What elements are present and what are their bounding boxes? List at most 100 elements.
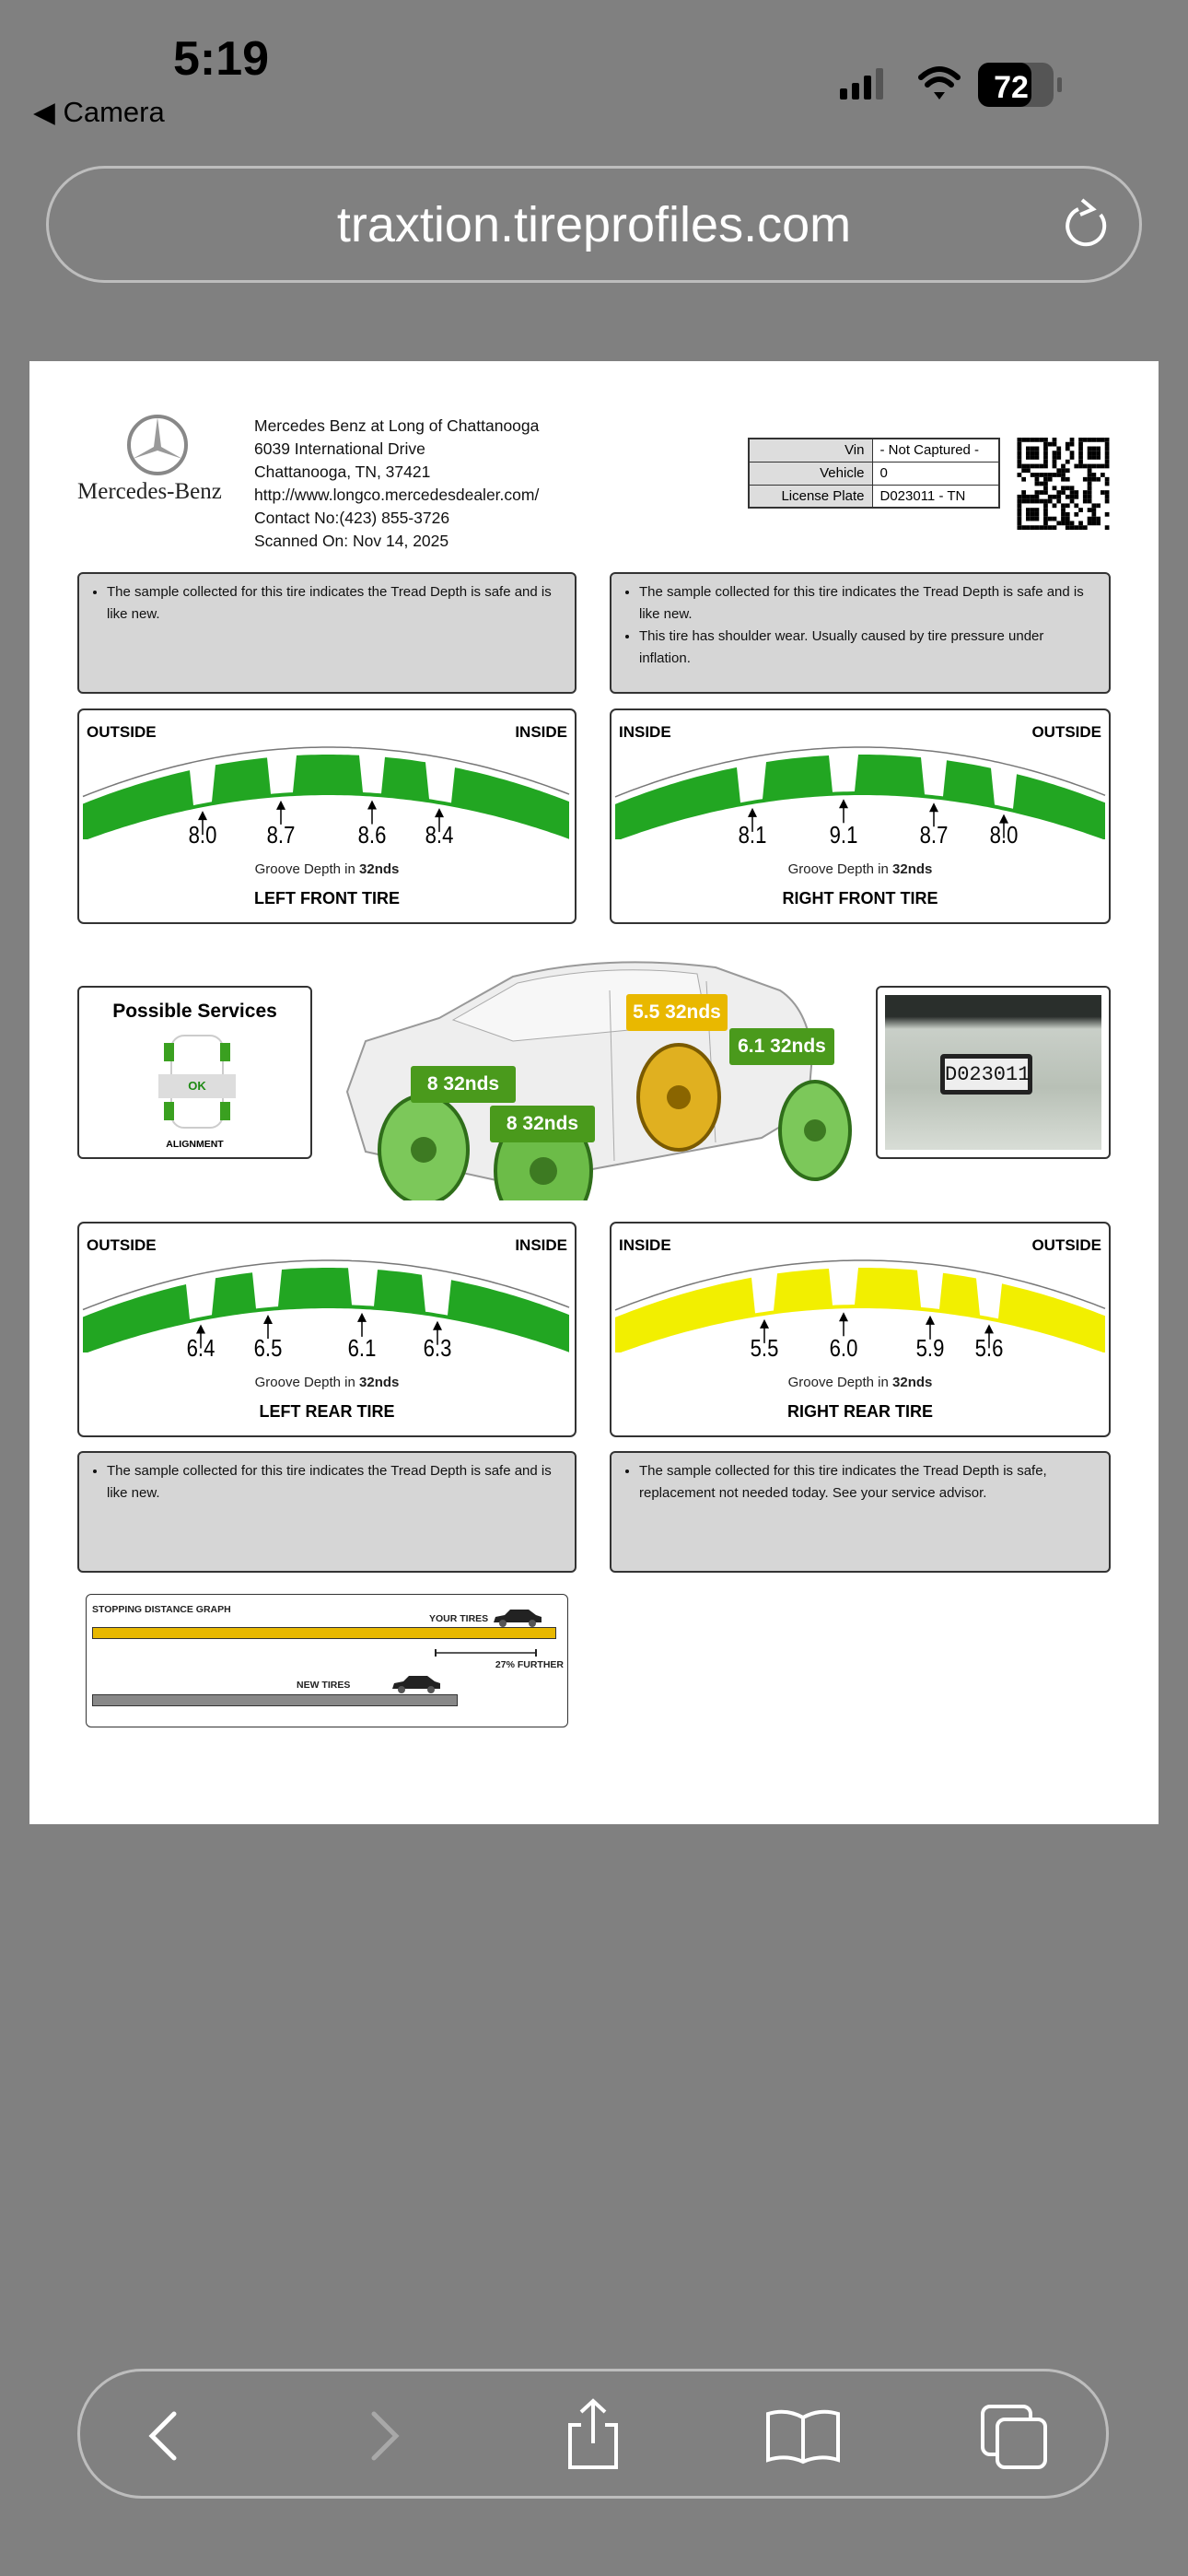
tire-title: LEFT FRONT TIRE xyxy=(254,889,400,907)
groove-caption-text: Groove Depth in xyxy=(254,1375,360,1390)
mercedes-star-logo xyxy=(125,413,190,482)
groove-depth-value: 8.6 xyxy=(357,821,387,849)
groove-depth-value: 6.3 xyxy=(423,1334,452,1362)
tire-report: Mercedes-Benz Mercedes Benz at Long of C… xyxy=(29,361,1159,1824)
groove-depth-value: 8.4 xyxy=(425,821,454,849)
url-text[interactable]: traxtion.tireprofiles.com xyxy=(336,197,852,252)
your-tires-label: YOUR TIRES xyxy=(429,1613,489,1624)
tread-fill xyxy=(83,755,569,839)
groove-unit: 32nds xyxy=(892,1375,933,1390)
side-label-right: OUTSIDE xyxy=(1031,1236,1101,1254)
vehicle-value: 0 xyxy=(871,461,1000,486)
possible-services-card: Possible Services OK ALIGNMENT xyxy=(77,986,312,1159)
tread-fill xyxy=(615,1268,1105,1352)
dealer-name: Mercedes Benz at Long of Chattanooga xyxy=(254,416,540,435)
side-label-right: INSIDE xyxy=(515,723,567,741)
car-icon xyxy=(494,1610,542,1627)
back-app-label: Camera xyxy=(63,96,165,128)
groove-depth-value: 5.5 xyxy=(750,1334,779,1362)
groove-caption: Groove Depth in 32nds xyxy=(79,861,575,877)
groove-depth-value: 6.4 xyxy=(186,1334,215,1362)
stopping-distance-graph: STOPPING DISTANCE GRAPH YOUR TIRES 27% F… xyxy=(86,1594,568,1727)
side-label-left: OUTSIDE xyxy=(87,723,157,741)
groove-depth-value: 8.7 xyxy=(266,821,296,849)
car-icon xyxy=(392,1676,440,1693)
difference-label: 27% FURTHER xyxy=(495,1659,564,1670)
reload-icon[interactable] xyxy=(1060,194,1115,258)
new-tires-bar xyxy=(92,1694,458,1706)
depth-arrow xyxy=(276,800,285,825)
vin-value: - Not Captured - xyxy=(871,438,1000,463)
service-status: OK xyxy=(158,1074,236,1098)
depth-arrow xyxy=(748,807,757,832)
note-left-rear: The sample collected for this tire indic… xyxy=(77,1451,577,1573)
browser-toolbar xyxy=(77,2369,1109,2499)
groove-caption: Groove Depth in 32nds xyxy=(611,1375,1109,1390)
share-icon[interactable] xyxy=(561,2397,625,2471)
graph-title: STOPPING DISTANCE GRAPH xyxy=(92,1604,231,1615)
forward-icon[interactable] xyxy=(361,2408,407,2464)
tire-title: RIGHT FRONT TIRE xyxy=(782,889,938,907)
signal-icon xyxy=(840,68,883,100)
groove-depth-value: 6.0 xyxy=(829,1334,858,1362)
tire-title: LEFT REAR TIRE xyxy=(259,1402,395,1421)
depth-arrow xyxy=(926,1315,935,1340)
back-triangle-icon: ◀ xyxy=(33,96,55,128)
qr-code xyxy=(1016,438,1111,534)
depth-arrow xyxy=(929,802,938,827)
tread-profile xyxy=(614,1259,1106,1352)
groove-caption-text: Groove Depth in xyxy=(787,861,893,877)
difference-bracket xyxy=(435,1649,537,1657)
tread-profile xyxy=(82,746,570,839)
vehicle-diagram: 8 32nds 8 32nds 5.5 32nds 6.1 32nds xyxy=(329,954,863,1234)
wheel-right-front xyxy=(778,1080,852,1181)
back-icon[interactable] xyxy=(141,2408,187,2464)
license-plate-photo-card: D023011 xyxy=(876,986,1111,1159)
groove-depth-value: 5.6 xyxy=(974,1334,1004,1362)
depth-arrow xyxy=(435,808,444,833)
tabs-icon[interactable] xyxy=(979,2403,1053,2471)
license-plate-photo: D023011 xyxy=(885,995,1101,1150)
note-text: The sample collected for this tire indic… xyxy=(639,1460,1098,1505)
groove-caption: Groove Depth in 32nds xyxy=(79,1375,575,1390)
groove-depth-value: 6.1 xyxy=(347,1334,377,1362)
car-illustration xyxy=(345,961,852,1234)
tread-badge-left-front: 8 32nds xyxy=(411,1066,516,1103)
note-left-front: The sample collected for this tire indic… xyxy=(77,572,577,694)
bookmarks-icon[interactable] xyxy=(763,2406,843,2465)
note-text: The sample collected for this tire indic… xyxy=(639,581,1098,626)
depth-arrow xyxy=(839,799,848,824)
groove-caption: Groove Depth in 32nds xyxy=(611,861,1109,877)
side-label-left: OUTSIDE xyxy=(87,1236,157,1254)
plate-photo-text: D023011 xyxy=(940,1054,1032,1095)
groove-depth-value: 8.1 xyxy=(738,821,767,849)
depth-arrow xyxy=(263,1315,273,1340)
depth-arrow xyxy=(357,1312,367,1337)
battery-icon: 72 xyxy=(978,63,1062,107)
status-time: 5:19 xyxy=(173,32,270,86)
table-row: Vin- Not Captured - xyxy=(748,438,1000,463)
wheel-right-rear xyxy=(636,1043,721,1152)
note-text: The sample collected for this tire indic… xyxy=(107,1460,564,1505)
tread-fill xyxy=(83,1268,569,1352)
tread-fill xyxy=(615,755,1105,839)
note-right-rear: The sample collected for this tire indic… xyxy=(610,1451,1111,1573)
note-text: This tire has shoulder wear. Usually cau… xyxy=(639,626,1098,670)
address-bar[interactable]: traxtion.tireprofiles.com xyxy=(46,166,1142,283)
services-title: Possible Services xyxy=(112,1001,277,1022)
dealer-website[interactable]: http://www.longco.mercedesdealer.com/ xyxy=(254,486,540,504)
note-text: The sample collected for this tire indic… xyxy=(107,581,564,626)
wifi-icon xyxy=(918,66,961,100)
back-to-camera-link[interactable]: ◀ Camera xyxy=(33,96,165,129)
depth-arrow xyxy=(433,1320,442,1345)
scan-date: Scanned On: Nov 14, 2025 xyxy=(254,532,449,550)
side-label-left: INSIDE xyxy=(619,1236,671,1254)
depth-arrow xyxy=(984,1324,994,1349)
groove-unit: 32nds xyxy=(359,861,400,877)
groove-depth-value: 8.0 xyxy=(989,821,1019,849)
vehicle-label: Vehicle xyxy=(748,461,873,486)
